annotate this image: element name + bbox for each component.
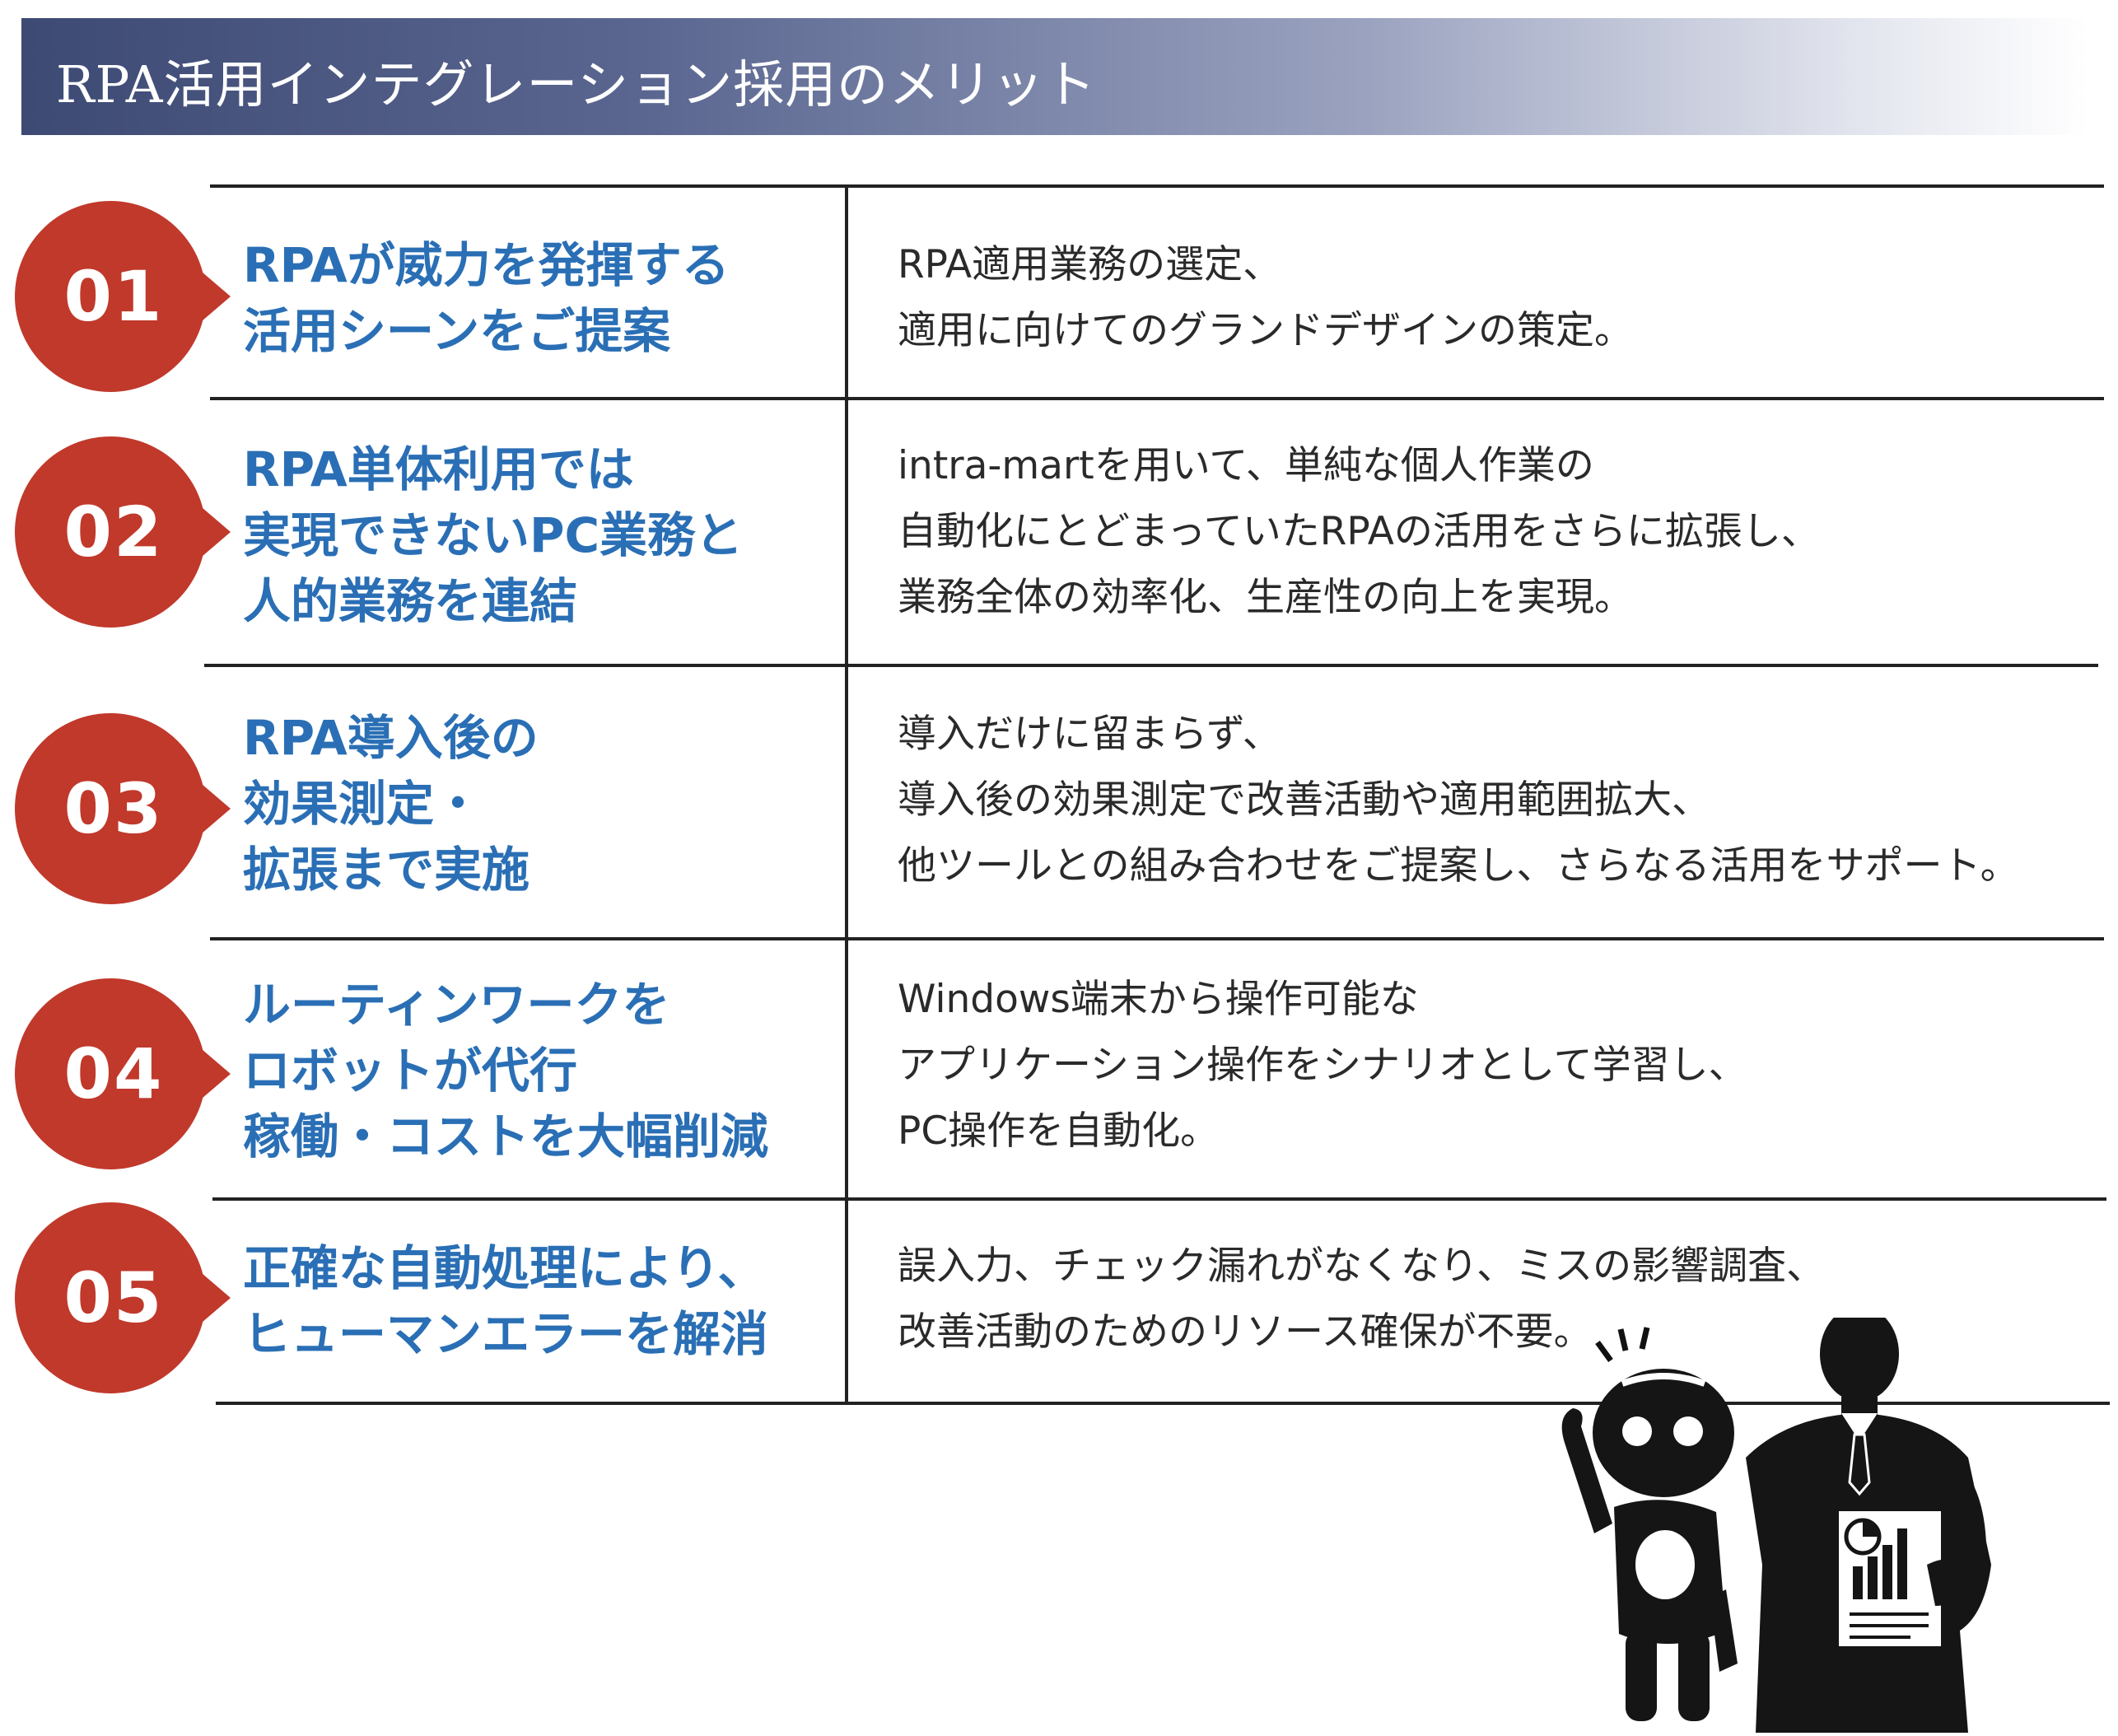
number-badge-03: 03	[15, 713, 231, 904]
title-banner: RPA活用インテグレーション採用のメリット	[21, 18, 2088, 135]
robot-icon	[1561, 1327, 1738, 1721]
row-divider	[204, 664, 2098, 667]
row-divider	[212, 1197, 2106, 1201]
number-badge-02: 02	[15, 436, 231, 628]
item-heading: RPA単体利用では 実現できないPC業務と 人的業務を連結	[243, 441, 744, 629]
item-heading: RPA導入後の 効果測定・ 拡張まで実施	[243, 710, 539, 898]
item-heading: RPAが威力を発揮する 活用シーンをご提案	[243, 237, 730, 359]
column-divider	[845, 186, 848, 1403]
number-badge-01: 01	[15, 201, 231, 392]
badge-number: 05	[63, 1258, 164, 1338]
item-description: intra-martを用いて、単純な個人作業の 自動化にとどまっていたRPAの活…	[898, 443, 1820, 620]
page-title: RPA活用インテグレーション採用のメリット	[56, 54, 1097, 114]
chart-document-icon	[1834, 1506, 1968, 1651]
badge-number: 02	[63, 492, 164, 572]
row-divider	[210, 937, 2104, 940]
badge-number: 04	[63, 1034, 164, 1114]
item-description: 誤入力、チェック漏れがなくなり、ミスの影響調査、 改善活動のためのリソース確保が…	[898, 1244, 1826, 1355]
badge-number: 03	[63, 768, 164, 849]
item-description: RPA適用業務の選定、 適用に向けてのグランドデザインの策定。	[898, 242, 1633, 353]
row-divider	[216, 1402, 2110, 1405]
item-heading: 正確な自動処理により、 ヒューマンエラーを解消	[243, 1240, 769, 1362]
badge-number: 01	[63, 256, 164, 337]
number-badge-05: 05	[15, 1202, 231, 1393]
item-description: 導入だけに留まらず、 導入後の効果測定で改善活動や適用範囲拡大、 他ツールとの組…	[898, 712, 2019, 889]
robot-and-businessman-illustration	[1540, 1306, 2001, 1733]
item-description: Windows端末から操作可能な アプリケーション操作をシナリオとして学習し、 …	[898, 977, 1747, 1154]
number-badge-04: 04	[15, 978, 231, 1169]
row-divider	[210, 184, 2104, 188]
item-heading: ルーティンワークを ロボットが代行 稼働・コストを大幅削減	[243, 977, 769, 1164]
row-divider	[210, 397, 2104, 400]
